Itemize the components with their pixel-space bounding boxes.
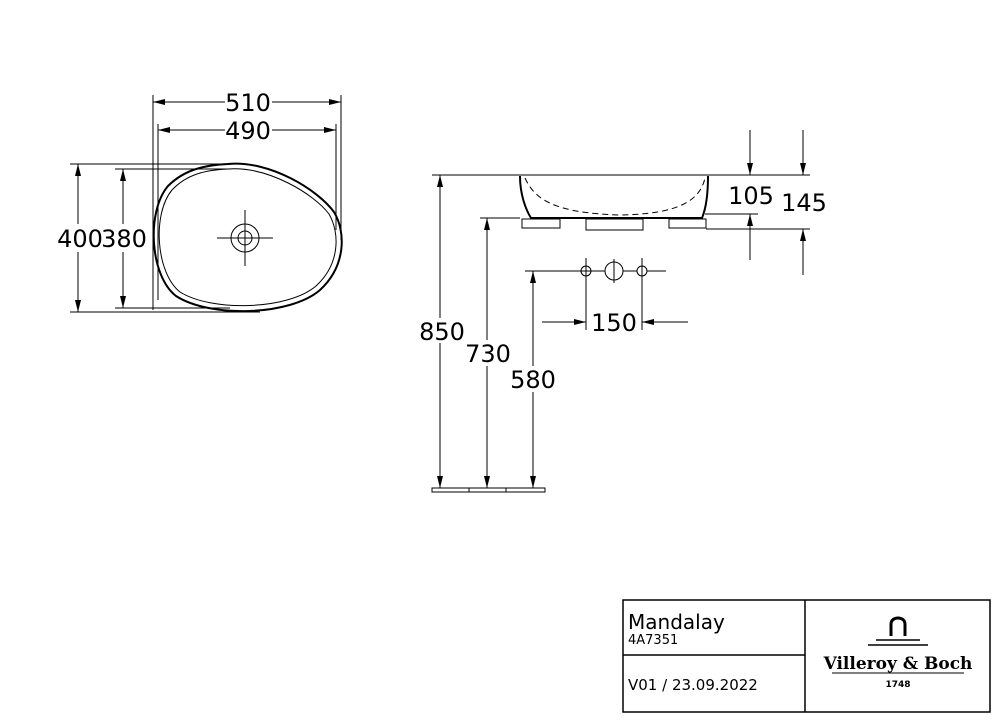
brand-name: Villeroy & Boch bbox=[823, 654, 973, 674]
brand-logo-icon bbox=[868, 616, 928, 646]
waste-outlet bbox=[585, 218, 644, 231]
article-number: 4A7351 bbox=[628, 633, 678, 648]
dim-depth-inner: 380 bbox=[101, 225, 147, 253]
dim-width-outer: 510 bbox=[225, 89, 271, 117]
basin-inner-hidden-line bbox=[524, 177, 706, 216]
title-block: Mandalay 4A7351 V01 / 23.09.2022 Villero… bbox=[622, 599, 991, 713]
product-name: Mandalay bbox=[628, 610, 725, 634]
basin-outline-outer bbox=[152, 162, 343, 313]
foot-left bbox=[521, 218, 561, 229]
side-view: 105 145 150 850 730 580 bbox=[419, 130, 827, 493]
dim-bottom-height: 730 bbox=[465, 340, 511, 368]
drain-icon bbox=[217, 210, 273, 266]
brand-year: 1748 bbox=[885, 680, 910, 690]
dim-tap-spacing: 150 bbox=[591, 309, 637, 337]
top-view: 510 490 400 380 bbox=[57, 89, 343, 313]
version-date: V01 / 23.09.2022 bbox=[628, 676, 758, 694]
foot-right bbox=[668, 218, 707, 229]
dim-tap-height: 580 bbox=[510, 366, 556, 394]
floor-symbol bbox=[431, 487, 546, 493]
basin-outline-inner bbox=[158, 168, 337, 307]
basin-side-outline bbox=[519, 175, 709, 219]
dim-counter-height: 850 bbox=[419, 318, 465, 346]
dim-bowl-depth: 105 bbox=[728, 182, 774, 210]
dim-total-height: 145 bbox=[781, 189, 827, 217]
dim-width-inner: 490 bbox=[225, 117, 271, 145]
tap-holes-icon bbox=[525, 258, 666, 330]
dim-depth-outer: 400 bbox=[57, 225, 103, 253]
